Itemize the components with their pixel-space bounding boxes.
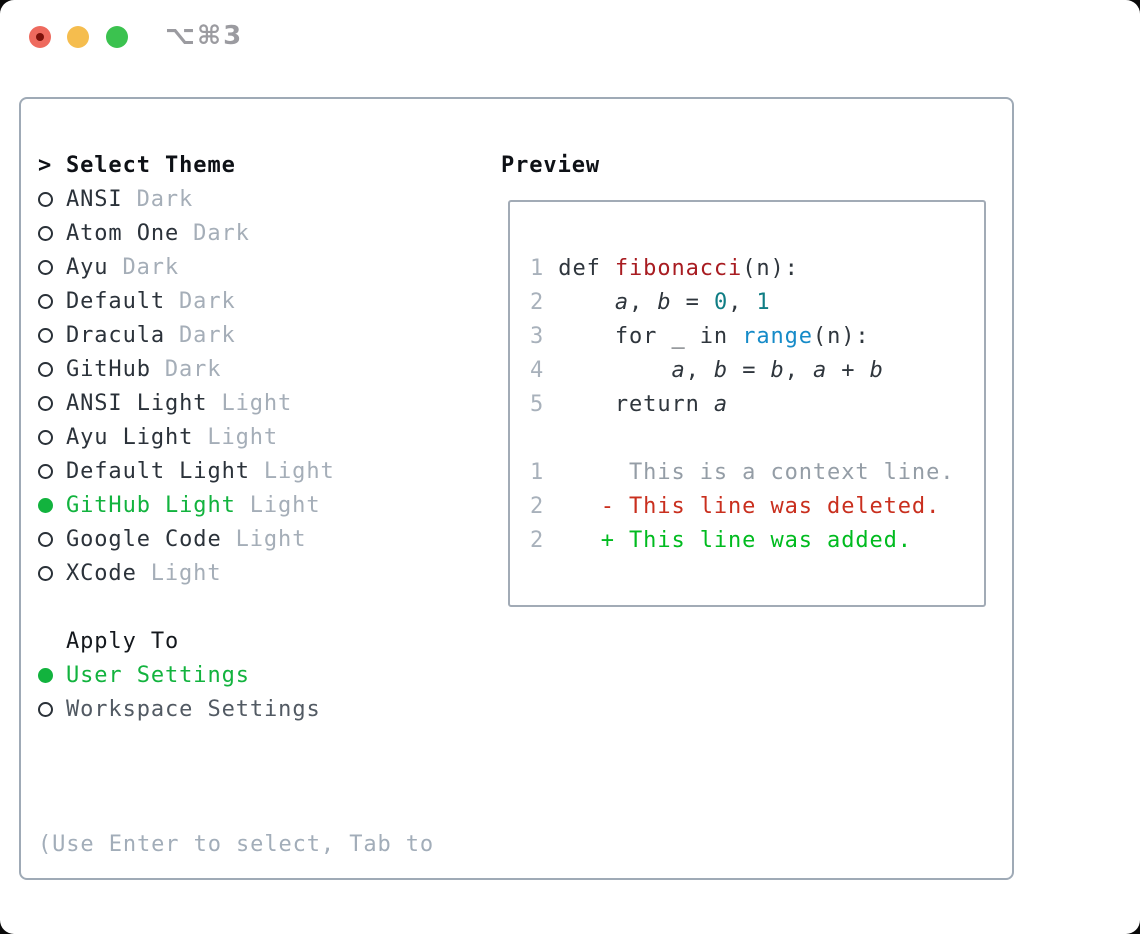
option-variant: Light <box>263 458 335 484</box>
option-variant: Dark <box>179 288 236 314</box>
theme-option[interactable]: XCode Light <box>38 556 434 590</box>
window-shortcut-label: ⌥⌘3 <box>165 21 244 51</box>
option-variant: Light <box>235 526 307 552</box>
radio-icon <box>38 429 66 445</box>
apply-to-title: Apply To <box>66 628 180 654</box>
option-variant: Dark <box>193 220 250 246</box>
apply-option[interactable]: User Settings <box>38 658 434 692</box>
preview-box: 1 def fibonacci(n): 2 a, b = 0, 1 3 for _ … <box>508 200 986 607</box>
option-variant: Dark <box>179 322 236 348</box>
radio-icon <box>38 361 66 377</box>
theme-option[interactable]: ANSI Dark <box>38 182 434 216</box>
option-label: Ayu <box>66 254 109 280</box>
radio-icon <box>38 497 66 513</box>
radio-icon <box>38 531 66 547</box>
option-label: XCode <box>66 560 137 586</box>
radio-icon <box>38 259 66 275</box>
option-label: Ayu Light <box>66 424 194 450</box>
theme-option[interactable]: Atom One Dark <box>38 216 434 250</box>
radio-icon <box>38 701 66 717</box>
radio-icon <box>38 191 66 207</box>
option-variant: Dark <box>136 186 194 212</box>
code-line: 5 return a <box>530 392 729 417</box>
option-label: Default <box>66 288 166 314</box>
apply-option[interactable]: Workspace Settings <box>38 692 434 726</box>
radio-icon <box>38 293 66 309</box>
option-label: Google Code <box>66 526 222 552</box>
theme-menu-title: Select Theme <box>66 152 236 178</box>
code-line: 4 a, b = b, a + b <box>530 358 884 383</box>
theme-option[interactable]: Default Light Light <box>38 454 434 488</box>
zoom-button[interactable] <box>106 26 128 48</box>
help-text-line2: change focus) <box>38 930 434 934</box>
option-variant: Light <box>207 424 279 450</box>
option-label: Workspace Settings <box>66 696 321 722</box>
help-text-line1: (Use Enter to select, Tab to <box>38 832 435 857</box>
code-line: 2 - This line was deleted. <box>530 494 941 519</box>
code-line: 3 for _ in range(n): <box>530 324 870 349</box>
theme-option[interactable]: Ayu Dark <box>38 250 434 284</box>
theme-option[interactable]: GitHub Light Light <box>38 488 434 522</box>
option-variant: Light <box>221 390 293 416</box>
theme-menu-header: > Select Theme <box>38 148 434 182</box>
prompt-icon: > <box>38 152 53 178</box>
radio-icon <box>38 565 66 581</box>
theme-option[interactable]: GitHub Dark <box>38 352 434 386</box>
code-line: 1 This is a context line. <box>530 460 955 485</box>
radio-icon <box>38 463 66 479</box>
help-text: (Use Enter to select, Tab to change focu… <box>38 760 434 934</box>
minimize-button[interactable] <box>67 26 89 48</box>
radio-icon <box>38 395 66 411</box>
code-block: 1 def fibonacci(n): 2 a, b = 0, 1 3 for _ … <box>530 252 984 558</box>
radio-icon <box>38 327 66 343</box>
option-variant: Dark <box>122 254 180 280</box>
option-label: User Settings <box>66 662 250 688</box>
radio-icon <box>38 667 66 683</box>
option-label: GitHub Light <box>66 492 236 518</box>
option-label: Dracula <box>66 322 166 348</box>
theme-menu: > Select Theme ANSI Dark Atom One Dark A… <box>38 148 434 934</box>
option-label: ANSI <box>66 186 123 212</box>
option-variant: Light <box>249 492 321 518</box>
option-label: Default Light <box>66 458 250 484</box>
option-label: Atom One <box>66 220 180 246</box>
apply-to-list: User Settings Workspace Settings <box>38 658 434 726</box>
code-line: 1 def fibonacci(n): <box>530 256 799 281</box>
preview-title: Preview <box>501 152 601 178</box>
option-variant: Light <box>150 560 222 586</box>
theme-list: ANSI Dark Atom One Dark Ayu Dark Default… <box>38 182 434 590</box>
theme-option[interactable]: ANSI Light Light <box>38 386 434 420</box>
theme-option[interactable]: Dracula Dark <box>38 318 434 352</box>
theme-option[interactable]: Ayu Light Light <box>38 420 434 454</box>
code-line: 2 + This line was added. <box>530 528 912 553</box>
radio-icon <box>38 225 66 241</box>
theme-option[interactable]: Default Dark <box>38 284 434 318</box>
titlebar: ⌥⌘3 <box>0 0 1140 74</box>
code-line: 2 a, b = 0, 1 <box>530 290 771 315</box>
close-button[interactable] <box>29 26 51 48</box>
code-line <box>530 422 984 456</box>
theme-option[interactable]: Google Code Light <box>38 522 434 556</box>
option-label: GitHub <box>66 356 151 382</box>
option-variant: Dark <box>164 356 222 382</box>
option-label: ANSI Light <box>66 390 208 416</box>
